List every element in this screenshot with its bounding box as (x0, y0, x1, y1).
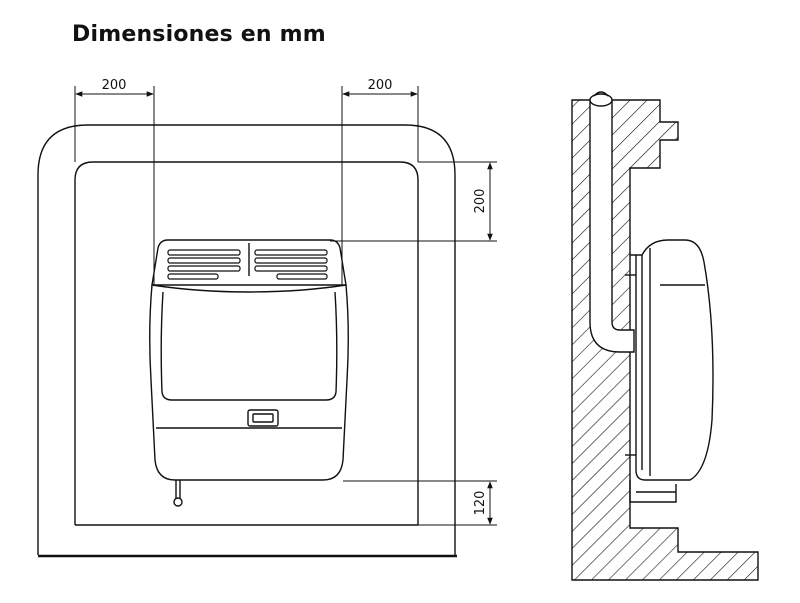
dim-right-gap-label: 200 (368, 78, 393, 93)
control-knob (247, 409, 279, 427)
dim-bottom-clearance-label: 120 (473, 491, 488, 516)
heater-window (160, 291, 338, 401)
page-title: Dimensiones en mm (72, 22, 326, 47)
dim-left-gap-label: 200 (102, 78, 127, 93)
front-view (37, 86, 497, 558)
niche-inner-outline (74, 161, 419, 525)
heater-side (625, 239, 714, 503)
grille-left (167, 249, 241, 280)
grille-right (254, 249, 328, 280)
gas-inlet (173, 480, 183, 507)
side-view (571, 91, 759, 581)
flue-pipe (589, 91, 635, 353)
niche-outer-outline (37, 124, 456, 555)
heater-front (149, 239, 349, 507)
dimension-lines (75, 91, 493, 525)
dim-top-clearance-label: 200 (473, 189, 488, 214)
wall-section (571, 99, 759, 581)
extension-lines (74, 86, 497, 526)
